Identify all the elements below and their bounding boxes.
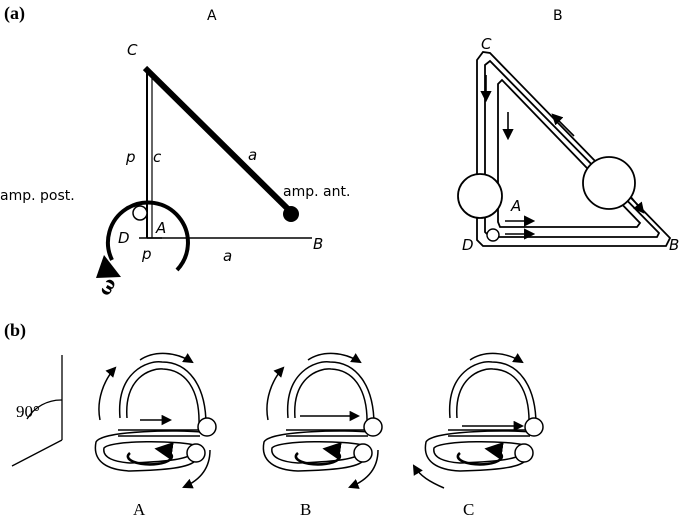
- right-inner-a: A: [510, 197, 521, 215]
- ampulla-lower: [353, 443, 373, 463]
- arrow-circular: [294, 442, 342, 466]
- ring-outer: [262, 430, 369, 472]
- arrow-left: [266, 366, 285, 421]
- right-vertex-d: D: [462, 236, 474, 254]
- ampulla-upper: [524, 417, 544, 437]
- arrow-bottom-left: [412, 464, 445, 489]
- right-vertex-c: C: [481, 35, 492, 53]
- ampulla-upper: [363, 417, 383, 437]
- right-vertex-b: B: [669, 236, 679, 254]
- ampulla-posterior-circle: [132, 205, 148, 221]
- rotation-arrowhead: [96, 255, 121, 278]
- arrow-top: [139, 352, 194, 364]
- left-label-c: c: [153, 148, 162, 166]
- arrow-circular: [126, 442, 174, 466]
- arrow-bottom: [348, 449, 379, 489]
- ring-inner: [103, 441, 199, 464]
- rotation-arc: [106, 200, 190, 272]
- left-label-a-hyp: a: [248, 146, 257, 164]
- arrow-top: [469, 352, 524, 364]
- angle-label: 90°: [16, 402, 40, 421]
- left-label-a-base: a: [223, 247, 232, 265]
- arch-inner: [294, 368, 368, 426]
- arch-outer: [449, 361, 537, 426]
- ampulla-vertical: [457, 173, 503, 219]
- left-triangle-diagram: [96, 65, 312, 278]
- right-triangle-diagram: [457, 51, 672, 247]
- arrow-top: [307, 352, 362, 364]
- ring-inner: [433, 441, 529, 464]
- arrow-circular: [456, 442, 504, 466]
- canal-inner-wall: [497, 78, 642, 228]
- left-vertex-c: C: [127, 41, 138, 59]
- caption-b: B: [300, 500, 311, 519]
- canal-outer-wall: [476, 51, 672, 247]
- ampulla-hypotenuse: [582, 156, 636, 210]
- canal-middle-wall: [484, 59, 661, 238]
- hypotenuse-canal: [142, 65, 295, 216]
- arch-outer: [119, 361, 207, 426]
- caption-a: A: [133, 500, 146, 519]
- arch-inner: [456, 368, 530, 426]
- labyrinth-b: [262, 352, 383, 489]
- ring-inner: [271, 441, 367, 464]
- panel-a-tag: (a): [4, 3, 25, 24]
- arch-inner: [126, 368, 200, 426]
- label-amp-post: amp. post.: [0, 188, 75, 204]
- arrow-bottom: [182, 449, 211, 489]
- left-vertex-d: D: [118, 229, 130, 247]
- ring-outer: [94, 430, 201, 472]
- utricle-small-circle: [486, 228, 500, 242]
- arch-outer: [287, 361, 375, 426]
- angle-arc: [26, 399, 63, 420]
- ampulla-lower: [514, 443, 534, 463]
- ampulla-upper: [197, 417, 217, 437]
- panel-a-subtitle-right: B: [553, 8, 563, 24]
- ring-outer: [424, 430, 531, 472]
- left-label-p-lower: p: [141, 245, 152, 263]
- angle-slanted-line: [11, 439, 63, 467]
- panel-b-tag: (b): [4, 320, 26, 341]
- left-vertex-b: B: [313, 235, 323, 253]
- ampulla-anterior-dot: [283, 206, 299, 222]
- arrow-left: [98, 366, 117, 421]
- arrow-hyp-down: [630, 196, 645, 214]
- left-inner-a: A: [155, 219, 166, 237]
- label-amp-ant: amp. ant.: [283, 184, 350, 200]
- label-omega: ω: [94, 274, 121, 299]
- caption-c: C: [463, 500, 474, 519]
- panel-a-subtitle-left: A: [207, 8, 217, 24]
- labyrinth-a: [94, 352, 217, 489]
- ampulla-lower: [186, 443, 206, 463]
- labyrinth-c: [412, 352, 544, 489]
- angle-indicator: [11, 355, 63, 467]
- arrow-hyp-up: [551, 113, 575, 137]
- left-label-p-upper: p: [125, 148, 136, 166]
